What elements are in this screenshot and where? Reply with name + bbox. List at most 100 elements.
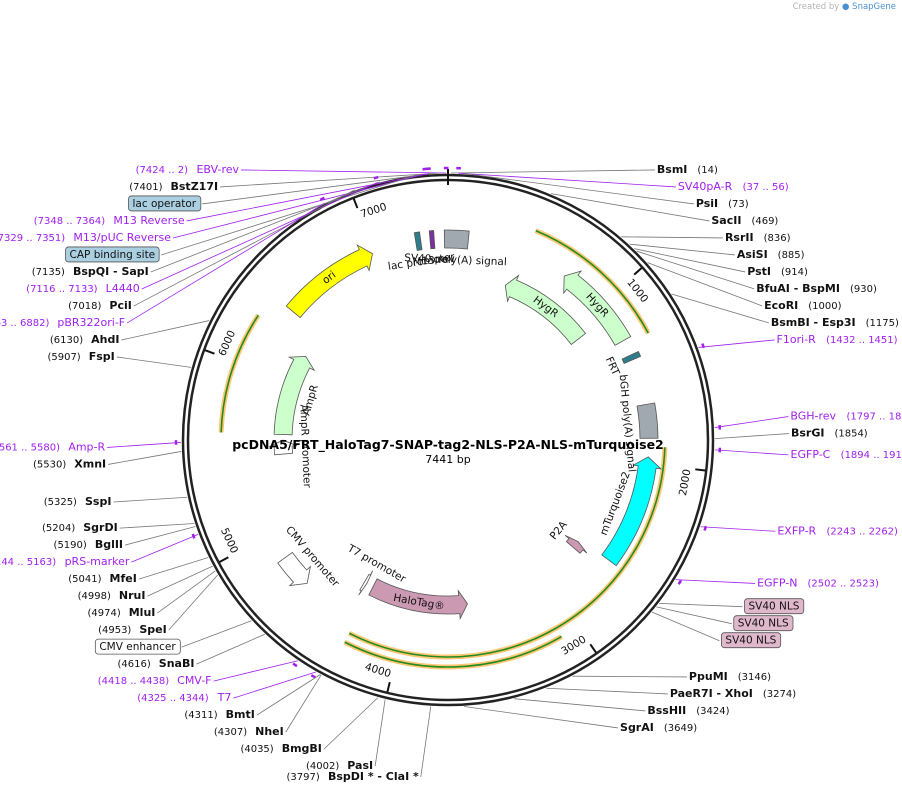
site-bglii[interactable]: BglII(5190) bbox=[54, 538, 123, 551]
primer-m13-puc-reverse[interactable]: M13/pUC Reverse(7329 .. 7351) bbox=[0, 231, 171, 244]
site-pcii[interactable]: PciI(7018) bbox=[68, 299, 132, 312]
site-bmgbi[interactable]: BmgBI(4035) bbox=[240, 742, 321, 755]
leader-line bbox=[420, 706, 432, 778]
site-bsmi[interactable]: BsmI(14) bbox=[657, 163, 718, 176]
site-position: (3797) bbox=[286, 772, 319, 783]
leader-line bbox=[256, 674, 321, 716]
primer-position: (2243 .. 2262) bbox=[827, 526, 899, 537]
primer-bgh-rev[interactable]: BGH-rev(1797 .. 1814) bbox=[790, 410, 902, 423]
primer-ebv-rev[interactable]: EBV-rev(7424 .. 2) bbox=[136, 163, 240, 176]
site-name: MluI bbox=[129, 606, 156, 619]
feature-tag-cap-binding-site[interactable]: CAP binding site bbox=[65, 246, 160, 263]
primer-name: EGFP-N bbox=[757, 576, 797, 589]
site-sspi[interactable]: SspI(5325) bbox=[44, 495, 112, 508]
site-sgrai[interactable]: SgrAI(3649) bbox=[620, 721, 697, 734]
site-bsshii[interactable]: BssHII(3424) bbox=[647, 704, 729, 717]
leader-line bbox=[116, 356, 192, 368]
ruler-tick bbox=[589, 643, 597, 654]
feature-m13-rev[interactable]: M13 rev bbox=[412, 230, 455, 268]
site-position: (73) bbox=[728, 199, 749, 210]
feature-tag-cmv-enhancer[interactable]: CMV enhancer bbox=[94, 638, 181, 655]
primer-prs-marker[interactable]: pRS-marker(5144 .. 5163) bbox=[0, 555, 130, 568]
orf-arc-line bbox=[535, 229, 649, 334]
feature-tag-lac-operator[interactable]: lac operator bbox=[128, 195, 202, 212]
leader-line bbox=[714, 416, 789, 428]
site-name: PciI bbox=[109, 299, 131, 312]
feature-cmv-promoter[interactable]: CMV promoter bbox=[277, 524, 342, 590]
snapgene-logo-icon: ● bbox=[842, 2, 850, 12]
site-rsrii[interactable]: RsrII(836) bbox=[725, 231, 791, 244]
site-mlui[interactable]: MluI(4974) bbox=[87, 606, 155, 619]
primer-t7[interactable]: T7(4325 .. 4344) bbox=[137, 691, 231, 704]
leader-line bbox=[464, 173, 694, 205]
site-asisi[interactable]: AsiSI(885) bbox=[737, 248, 805, 261]
site-bfuai-bspmi[interactable]: BfuAI - BspMI(930) bbox=[756, 282, 877, 295]
ruler-tick bbox=[204, 349, 215, 355]
site-name: BsmBI - Esp3I bbox=[771, 316, 856, 329]
site-nhei[interactable]: NheI(4307) bbox=[214, 725, 284, 738]
site-xmni[interactable]: XmnI(5530) bbox=[33, 457, 106, 470]
leader-line bbox=[550, 193, 710, 222]
site-sgrdi[interactable]: SgrDI(5204) bbox=[42, 521, 118, 534]
site-position: (5041) bbox=[68, 574, 101, 585]
primer-cmv-f[interactable]: CMV-F(4418 .. 4438) bbox=[98, 674, 212, 687]
primer-name: EGFP-C bbox=[791, 448, 831, 461]
primer-l4440[interactable]: L4440(7116 .. 7133) bbox=[26, 282, 140, 295]
site-ahdi[interactable]: AhdI(6130) bbox=[50, 333, 120, 346]
site-sacii[interactable]: SacII(469) bbox=[711, 214, 778, 227]
feature-halotag[interactable]: HaloTag® bbox=[368, 578, 468, 621]
site-pasi[interactable]: PasI(4002) bbox=[306, 759, 373, 772]
feature-sv40-poly-a-signal[interactable]: SV40 poly(A) signal bbox=[404, 229, 507, 268]
feature-tag-label: SV40 NLS bbox=[738, 618, 789, 630]
feature-tag-sv40-nls[interactable]: SV40 NLS bbox=[733, 615, 794, 632]
leader-line bbox=[546, 687, 668, 695]
site-mfei[interactable]: MfeI(5041) bbox=[68, 572, 137, 585]
site-name: BsrGI bbox=[791, 427, 824, 440]
site-ppumi[interactable]: PpuMI(3146) bbox=[689, 670, 771, 683]
site-bsmbi-esp3i[interactable]: BsmBI - Esp3I(1175) bbox=[771, 316, 899, 329]
primer-f1ori-r[interactable]: F1ori-R(1432 .. 1451) bbox=[777, 333, 898, 346]
site-bmti[interactable]: BmtI(4311) bbox=[184, 708, 254, 721]
leader-line bbox=[621, 236, 723, 239]
primer-m13-reverse[interactable]: M13 Reverse(7348 .. 7364) bbox=[34, 214, 185, 227]
feature-shape bbox=[601, 456, 663, 567]
leader-line bbox=[671, 293, 769, 324]
site-position: (3274) bbox=[763, 689, 796, 700]
feature-label: bGH poly(A) signal bbox=[617, 374, 638, 473]
site-name: SpeI bbox=[139, 623, 166, 636]
site-psii[interactable]: PsiI(73) bbox=[696, 197, 749, 210]
site-fspi[interactable]: FspI(5907) bbox=[47, 350, 114, 363]
site-ecori[interactable]: EcoRI(1000) bbox=[764, 299, 842, 312]
site-psti[interactable]: PstI(914) bbox=[747, 265, 808, 278]
site-nrui[interactable]: NruI(4998) bbox=[78, 589, 146, 602]
site-position: (4998) bbox=[78, 591, 111, 602]
feature-hygr[interactable]: HygR bbox=[563, 270, 632, 346]
feature-p2a[interactable]: P2A bbox=[548, 518, 588, 554]
feature-ampr-promoter[interactable]: AmpR promoter bbox=[268, 404, 313, 489]
feature-bgh-poly-a-signal[interactable]: bGH poly(A) signal bbox=[617, 374, 659, 473]
leader-line bbox=[675, 579, 756, 584]
site-spei[interactable]: SpeI(4953) bbox=[98, 623, 167, 636]
primer-egfp-n[interactable]: EGFP-N(2502 .. 2523) bbox=[757, 576, 879, 589]
primer-pbr322ori-f[interactable]: pBR322ori-F(6863 .. 6882) bbox=[0, 316, 125, 329]
site-position: (7135) bbox=[32, 267, 65, 278]
site-bspdi-clai[interactable]: BspDI * - ClaI *(3797) bbox=[286, 770, 419, 783]
feature-shape bbox=[285, 244, 373, 319]
primer-egfp-c[interactable]: EGFP-C(1894 .. 1915) bbox=[791, 448, 902, 461]
site-position: (5190) bbox=[54, 540, 87, 551]
site-paer7i-xhoi[interactable]: PaeR7I - XhoI(3274) bbox=[670, 687, 796, 700]
site-bspqi-sapi[interactable]: BspQI - SapI(7135) bbox=[32, 265, 149, 278]
feature-tag-sv40-nls[interactable]: SV40 NLS bbox=[721, 632, 782, 649]
site-bsrgi[interactable]: BsrGI(1854) bbox=[791, 427, 868, 440]
primer-mark bbox=[373, 175, 379, 180]
site-bstz17i[interactable]: BstZ17I(7401) bbox=[129, 180, 218, 193]
site-snabi[interactable]: SnaBI(4616) bbox=[118, 657, 195, 670]
primer-exfp-r[interactable]: EXFP-R(2243 .. 2262) bbox=[777, 524, 898, 537]
feature-tag-sv40-nls[interactable]: SV40 NLS bbox=[744, 598, 805, 615]
primer-sv40pa-r[interactable]: SV40pA-R(37 .. 56) bbox=[678, 180, 789, 193]
feature-ampr[interactable]: AmpR bbox=[273, 355, 321, 436]
feature-ori[interactable]: ori bbox=[285, 244, 373, 319]
site-position: (836) bbox=[764, 233, 791, 244]
site-position: (4035) bbox=[240, 744, 273, 755]
primer-amp-r[interactable]: Amp-R(5561 .. 5580) bbox=[0, 440, 106, 453]
